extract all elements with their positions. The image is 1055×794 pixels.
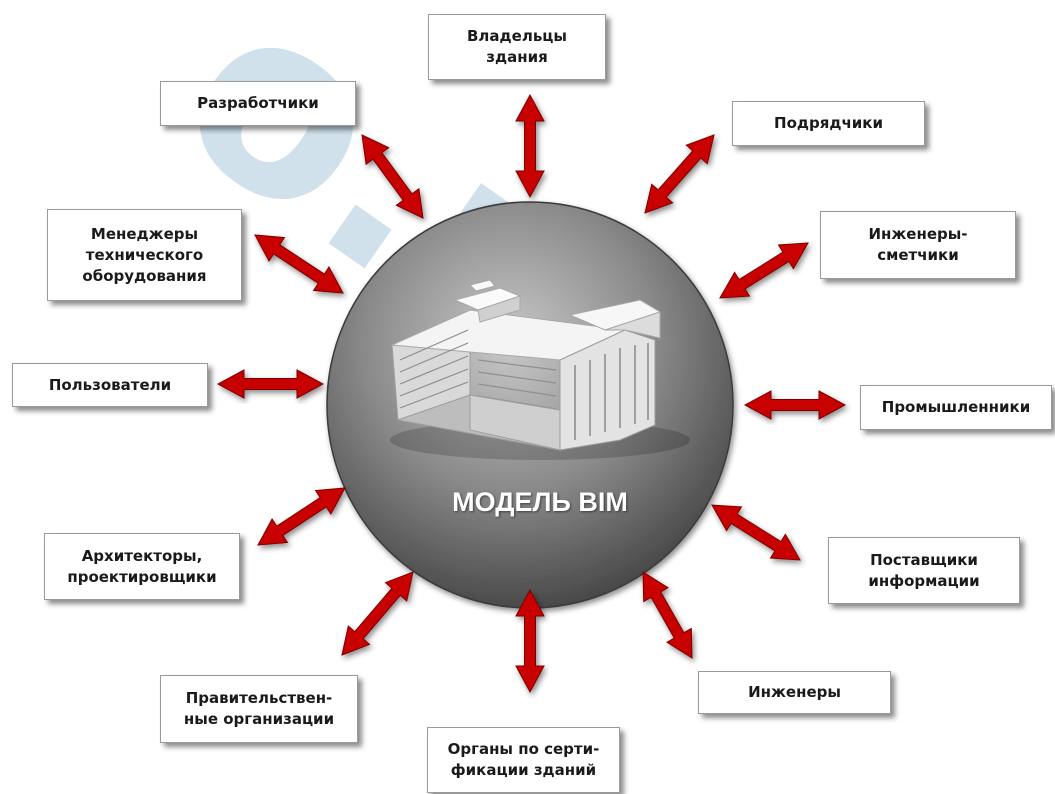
double-arrow-government bbox=[341, 571, 414, 656]
stakeholder-engineers: Инженеры bbox=[698, 671, 891, 714]
double-arrow-contractors bbox=[644, 134, 715, 214]
stakeholder-industrialists: Промышленники bbox=[860, 385, 1052, 430]
double-arrow-estimators bbox=[719, 242, 809, 299]
stakeholder-users: Пользователи bbox=[12, 363, 208, 407]
bim-model-label: МОДЕЛЬ BIM bbox=[452, 487, 628, 517]
double-arrow-facility-managers bbox=[254, 234, 344, 294]
stakeholder-owners: Владельцы здания bbox=[428, 14, 606, 80]
double-arrow-developers bbox=[361, 134, 424, 219]
stakeholder-developers: Разработчики bbox=[160, 81, 356, 126]
double-arrow-architects bbox=[257, 487, 346, 546]
double-arrow-certification bbox=[515, 588, 545, 694]
stakeholder-government: Правительствен- ные организации bbox=[160, 675, 358, 743]
double-arrow-owners bbox=[515, 93, 545, 199]
double-arrow-users bbox=[216, 369, 325, 399]
stakeholder-estimators: Инженеры- сметчики bbox=[820, 211, 1016, 279]
double-arrow-industrialists bbox=[743, 390, 847, 420]
stakeholder-facility-managers: Менеджеры технического оборудования bbox=[47, 209, 242, 301]
stakeholder-contractors: Подрядчики bbox=[732, 101, 925, 146]
double-arrow-engineers bbox=[642, 571, 693, 659]
stakeholder-architects: Архитекторы, проектировщики bbox=[44, 533, 240, 600]
stakeholder-info-suppliers: Поставщики информации bbox=[828, 537, 1020, 604]
building-model-icon bbox=[390, 279, 690, 460]
stakeholder-certification: Органы по серти- фикации зданий bbox=[427, 727, 620, 793]
arrow-group bbox=[216, 93, 847, 694]
double-arrow-info-suppliers bbox=[711, 504, 801, 561]
